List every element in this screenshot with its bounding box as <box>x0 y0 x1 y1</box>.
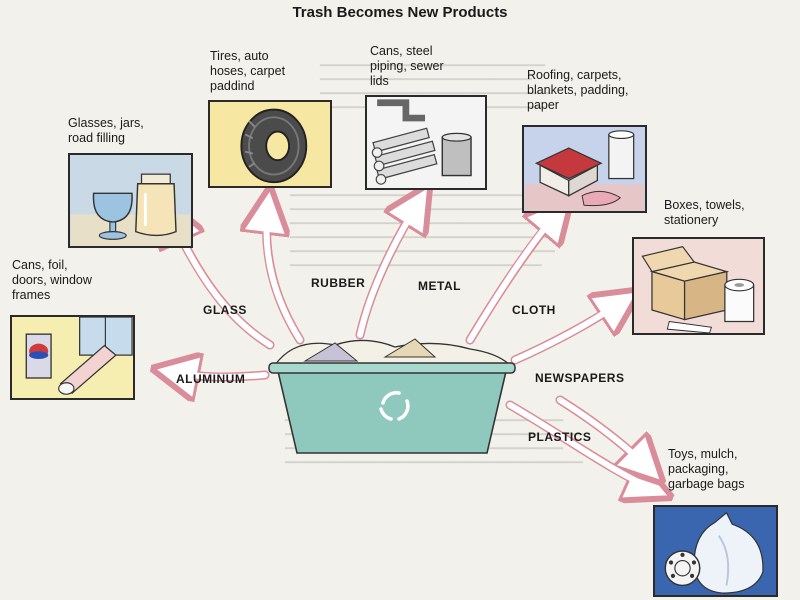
caption-cloth-products: Roofing, carpets, blankets, padding, pap… <box>527 68 628 113</box>
label-metal: METAL <box>418 279 461 293</box>
caption-rubber-products: Tires, auto hoses, carpet paddind <box>210 49 285 94</box>
box-and-towel-icon <box>632 237 765 335</box>
caption-plastics-products: Toys, mulch, packaging, garbage bags <box>668 447 744 492</box>
label-cloth: CLOTH <box>512 303 556 317</box>
caption-glass-products: Glasses, jars, road filling <box>68 116 144 146</box>
label-plastics: PLASTICS <box>528 430 591 444</box>
label-newspapers: NEWSPAPERS <box>535 371 624 385</box>
house-and-fabric-icon <box>522 125 647 213</box>
label-aluminum: ALUMINUM <box>176 372 245 386</box>
caption-metal-products: Cans, steel piping, sewer lids <box>370 44 444 89</box>
glass-jars-icon <box>68 153 193 248</box>
label-rubber: RUBBER <box>311 276 365 290</box>
pipes-and-can-icon <box>365 95 487 190</box>
can-and-foil-icon <box>10 315 135 400</box>
label-glass: GLASS <box>203 303 247 317</box>
tire-icon <box>208 100 332 188</box>
caption-newspapers-products: Boxes, towels, stationery <box>664 198 745 228</box>
caption-aluminum-products: Cans, foil, doors, window frames <box>12 258 92 303</box>
recycling-bin-icon <box>265 335 520 460</box>
garbage-bag-icon <box>653 505 778 597</box>
